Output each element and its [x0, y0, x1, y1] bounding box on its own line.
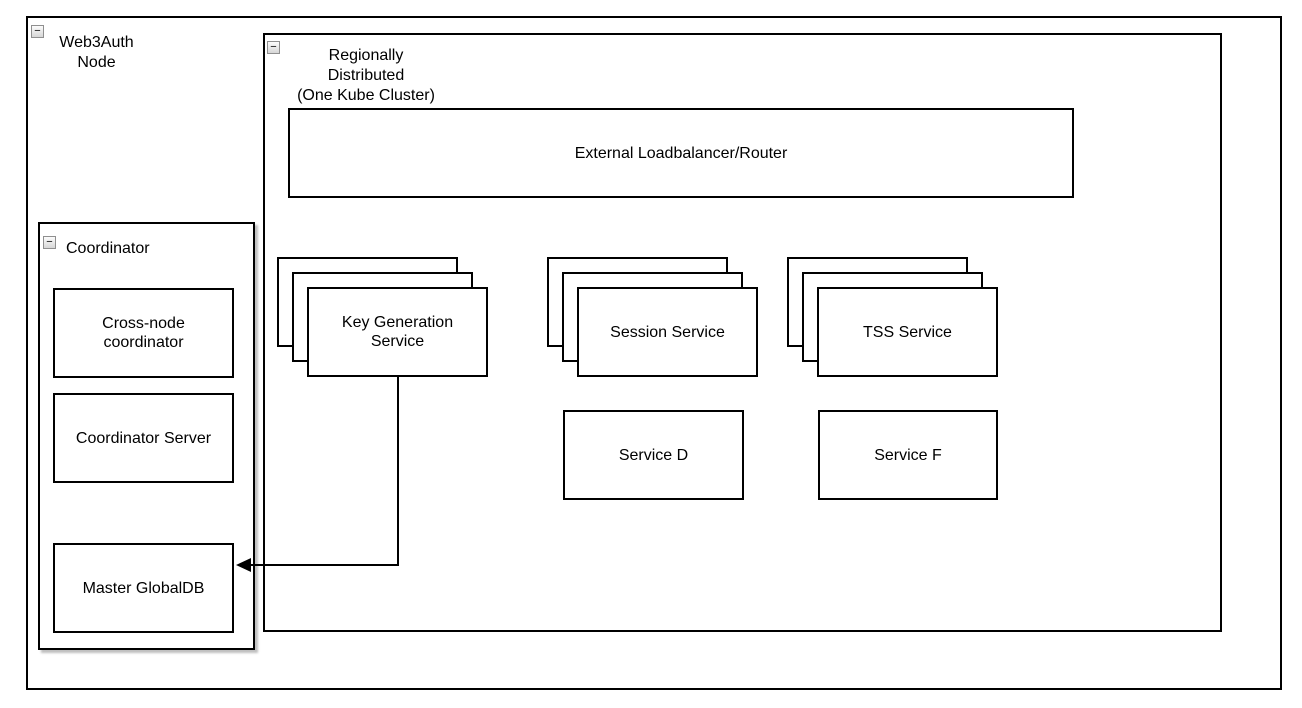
- key-generation-service-label: Key Generation Service: [341, 314, 454, 350]
- cross-node-coordinator-label: Cross-node coordinator: [102, 315, 185, 351]
- key-generation-service-box[interactable]: Key Generation Service: [307, 287, 488, 377]
- web3auth-node-label: Web3Auth Node: [59, 34, 134, 71]
- service-f-box[interactable]: Service F: [818, 410, 998, 500]
- session-service-box[interactable]: Session Service: [577, 287, 758, 377]
- regionally-distributed-label: Regionally Distributed (One Kube Cluster…: [297, 47, 435, 104]
- tss-service-box[interactable]: TSS Service: [817, 287, 998, 377]
- key-generation-service-stack[interactable]: Key Generation Service: [277, 257, 488, 377]
- cross-node-coordinator-box[interactable]: Cross-node coordinator: [53, 288, 234, 378]
- session-service-stack[interactable]: Session Service: [547, 257, 758, 377]
- coordinator-label: Coordinator: [66, 240, 150, 257]
- service-f-label: Service F: [874, 446, 942, 464]
- collapse-minus-icon[interactable]: −: [267, 41, 280, 54]
- collapse-minus-icon[interactable]: −: [43, 236, 56, 249]
- coordinator-server-label: Coordinator Server: [75, 429, 212, 447]
- tss-service-label: TSS Service: [863, 323, 952, 341]
- collapse-minus-icon[interactable]: −: [31, 25, 44, 38]
- service-d-label: Service D: [618, 446, 689, 464]
- master-globaldb-box[interactable]: Master GlobalDB: [53, 543, 234, 633]
- session-service-label: Session Service: [610, 323, 725, 341]
- external-loadbalancer-label: External Loadbalancer/Router: [574, 144, 788, 162]
- coordinator-server-box[interactable]: Coordinator Server: [53, 393, 234, 483]
- external-loadbalancer-box[interactable]: External Loadbalancer/Router: [288, 108, 1074, 198]
- service-d-box[interactable]: Service D: [563, 410, 744, 500]
- master-globaldb-label: Master GlobalDB: [82, 579, 205, 597]
- tss-service-stack[interactable]: TSS Service: [787, 257, 998, 377]
